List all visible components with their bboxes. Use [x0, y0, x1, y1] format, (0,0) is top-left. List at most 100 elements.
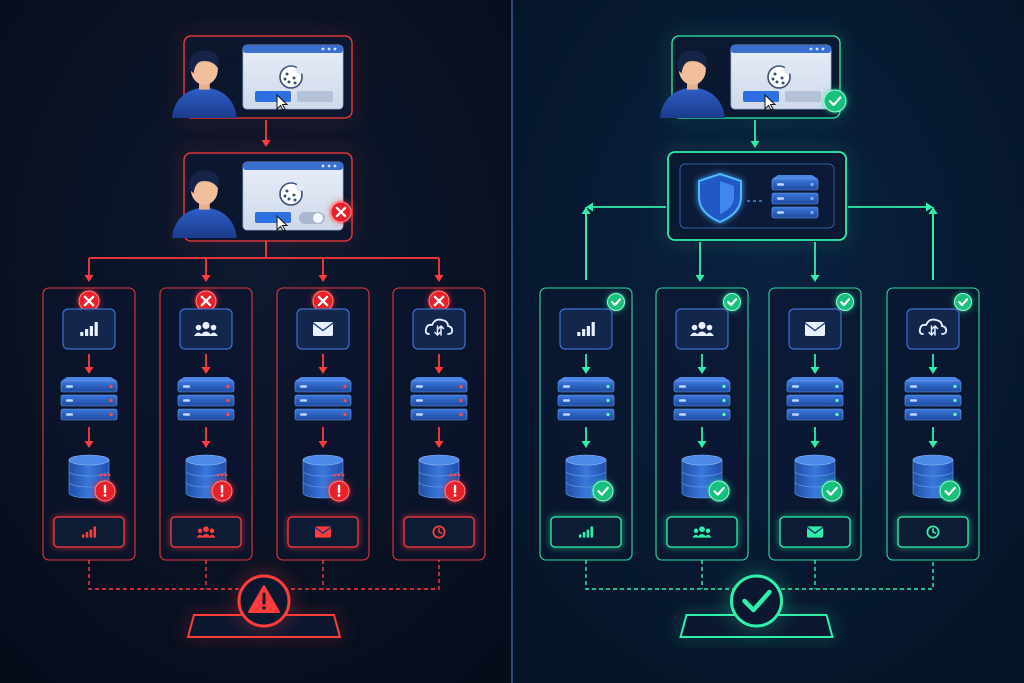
service-column-users [655, 287, 749, 561]
service-icon-box [179, 308, 233, 350]
flow-arrow [84, 427, 94, 448]
signal-bars-icon [577, 322, 595, 336]
signal-bars-icon [80, 322, 98, 336]
error-exclamation-icon [93, 479, 117, 503]
cookie-icon [279, 65, 304, 89]
error-x-icon [194, 289, 218, 313]
envelope-icon [314, 526, 332, 538]
service-status-button [53, 516, 125, 548]
flow-arrow [695, 242, 705, 282]
flow-arrow [810, 354, 820, 374]
check-icon [820, 479, 844, 503]
flow-arrow [928, 427, 938, 448]
cookie-icon [279, 182, 304, 206]
signal-bars-icon [81, 526, 97, 538]
service-column-analytics [539, 287, 633, 561]
flow-arrow [318, 258, 328, 282]
reject-button [297, 91, 333, 102]
flow-arrow [581, 354, 591, 374]
cookie-icon [767, 65, 792, 89]
aggregate-footer [88, 560, 440, 639]
server-stack-icon [177, 377, 235, 421]
service-status-button [666, 516, 738, 548]
error-x-icon [311, 289, 335, 313]
flow-arrow [318, 354, 328, 374]
distribution-lines [581, 202, 938, 282]
check-icon [721, 291, 743, 313]
envelope-icon [804, 322, 826, 336]
service-column-cloud [392, 287, 486, 561]
flow-arrow [586, 202, 666, 212]
accept-button [255, 212, 291, 223]
users-group-icon [690, 321, 714, 336]
service-icon-box [62, 308, 116, 350]
flow-arrow [848, 202, 933, 212]
person-avatar [172, 170, 237, 238]
person-avatar [172, 50, 237, 118]
person-avatar [660, 50, 725, 118]
flow-arrow [434, 258, 444, 282]
server-stack-icon [786, 377, 844, 421]
users-group-icon [692, 526, 712, 538]
flow-arrow [84, 354, 94, 374]
service-column-email [768, 287, 862, 561]
flow-arrow [201, 354, 211, 374]
service-icon-box [788, 308, 842, 350]
flow-arrow [928, 354, 938, 374]
browser-window [242, 161, 344, 232]
signal-bars-icon [578, 526, 594, 538]
cloud-sync-icon [424, 318, 454, 337]
service-icon-box [675, 308, 729, 350]
error-exclamation-icon [443, 479, 467, 503]
cursor-icon [764, 93, 777, 111]
flow-arrow [581, 427, 591, 448]
warning-triangle-icon [248, 585, 280, 613]
cursor-icon [276, 93, 289, 111]
error-exclamation-icon [210, 479, 234, 503]
error-x-icon [427, 289, 451, 313]
browser-window [730, 44, 832, 111]
flow-arrow [697, 354, 707, 374]
server-stack-icon [771, 175, 819, 219]
check-icon [822, 88, 848, 114]
users-group-icon [194, 321, 218, 336]
user-consent-card-toggle [172, 151, 354, 243]
cloud-sync-icon [918, 318, 948, 337]
error-x-icon [329, 200, 353, 224]
check-icon [591, 479, 615, 503]
flow-arrow [201, 427, 211, 448]
right-panel-ok-flow [539, 34, 980, 639]
user-consent-card [660, 34, 848, 120]
service-column-email [276, 287, 370, 561]
server-stack-icon [673, 377, 731, 421]
flow-arrow [697, 427, 707, 448]
service-column-analytics [42, 287, 136, 561]
error-exclamation-icon [327, 479, 351, 503]
envelope-icon [312, 322, 334, 336]
check-circle-icon [742, 589, 772, 613]
server-stack-icon [904, 377, 962, 421]
flow-arrow [928, 207, 938, 280]
service-icon-box [296, 308, 350, 350]
clock-icon [926, 525, 940, 539]
cursor-icon [276, 214, 289, 232]
accept-button [743, 91, 779, 102]
service-status-button [897, 516, 969, 548]
server-stack-icon [410, 377, 468, 421]
flow-arrow [434, 354, 444, 374]
browser-window [242, 44, 344, 111]
flow-arrow [318, 427, 328, 448]
envelope-icon [806, 526, 824, 538]
check-icon [834, 291, 856, 313]
flow-arrow [810, 427, 820, 448]
service-status-button [170, 516, 242, 548]
flow-arrow [581, 207, 591, 280]
service-column-cloud [886, 287, 980, 561]
service-icon-box [412, 308, 466, 350]
service-status-button [550, 516, 622, 548]
check-icon [952, 291, 974, 313]
user-consent-card-initial [172, 34, 354, 120]
accept-button [255, 91, 291, 102]
flow-arrow [750, 120, 760, 148]
